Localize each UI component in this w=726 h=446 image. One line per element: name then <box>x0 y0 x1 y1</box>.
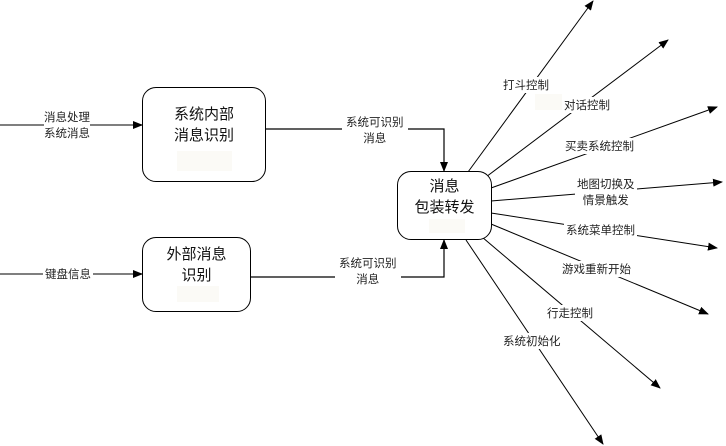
label-line: 系统可识别 <box>346 115 404 129</box>
node-external-line1: 外部消息 <box>166 245 227 263</box>
label-system-message: 消息处理 系统消息 <box>44 109 90 141</box>
label-line: 地图切换及 <box>577 177 635 191</box>
label-line: 消息 <box>363 131 387 145</box>
node-external-line2: 识别 <box>181 266 212 284</box>
label-fight-control: 打斗控制 <box>503 77 549 93</box>
label-system-init: 系统初始化 <box>501 333 563 349</box>
label-restart: 游戏重新开始 <box>560 261 633 277</box>
label-recognized-bottom: 系统可识别 消息 <box>335 255 401 287</box>
label-map-switch: 地图切换及 情景触发 <box>575 176 637 208</box>
label-walk-control: 行走控制 <box>545 305 595 321</box>
edge-internal-to-packer <box>265 128 448 172</box>
label-keyboard: 键盘信息 <box>43 266 93 282</box>
node-packer-line2: 包装转发 <box>414 198 475 216</box>
label-line: 系统可识别 <box>339 256 397 270</box>
label-menu-control: 系统菜单控制 <box>564 222 637 238</box>
label-line: 消息处理 <box>44 110 90 124</box>
label-trade-control: 买卖系统控制 <box>565 138 634 154</box>
label-line: 情景触发 <box>582 193 629 207</box>
label-dialog-control: 对话控制 <box>564 97 610 113</box>
label-line: 消息 <box>356 272 380 286</box>
node-message-packer: 消息 包装转发 <box>397 171 492 240</box>
node-external-recognition: 外部消息 识别 <box>142 237 251 312</box>
node-internal-line2: 消息识别 <box>173 126 234 144</box>
edge-external-to-packer <box>250 239 448 278</box>
node-internal-line1: 系统内部 <box>173 105 234 123</box>
node-internal-recognition: 系统内部 消息识别 <box>142 87 266 182</box>
node-packer-line1: 消息 <box>429 177 460 195</box>
label-recognized-top: 系统可识别 消息 <box>342 114 408 146</box>
label-line: 系统消息 <box>44 126 90 140</box>
